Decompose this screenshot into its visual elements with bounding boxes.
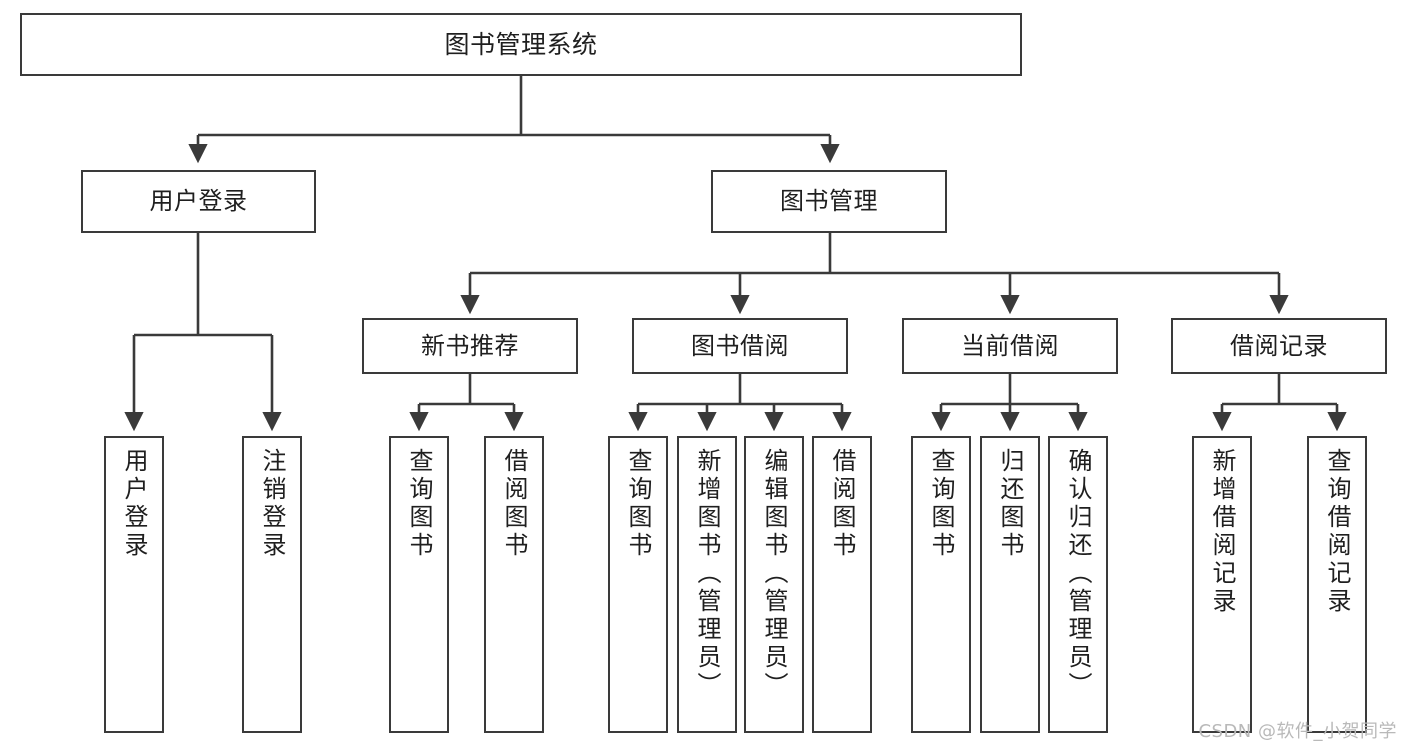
leaf-confirm-return-admin[interactable]: 确认归还（管理员） [1048,436,1108,733]
node-new-book-recommendation[interactable]: 新书推荐 [362,318,578,374]
node-label: 借阅记录 [1230,331,1328,360]
node-label: 图书管理 [780,187,878,216]
node-label: 用户登录 [149,187,248,216]
node-label: 图书管理系统 [444,29,598,59]
node-label: 归还图书 [996,448,1024,560]
leaf-query-book-borrow[interactable]: 查询图书 [608,436,668,733]
node-current-borrowing[interactable]: 当前借阅 [902,318,1118,374]
leaf-add-book-admin[interactable]: 新增图书（管理员） [677,436,737,733]
node-label: 确认归还（管理员） [1064,448,1092,700]
watermark: CSDN @软件_小贺同学 [1198,721,1397,742]
node-label: 当前借阅 [961,331,1059,360]
node-label: 借阅图书 [500,448,528,560]
leaf-borrow-book-recommend[interactable]: 借阅图书 [484,436,544,733]
leaf-query-borrow-record[interactable]: 查询借阅记录 [1307,436,1367,733]
node-label: 新增图书（管理员） [693,448,721,700]
leaf-borrow-book[interactable]: 借阅图书 [812,436,872,733]
node-label: 查询借阅记录 [1323,448,1351,616]
leaf-add-borrow-record[interactable]: 新增借阅记录 [1192,436,1252,733]
node-root-book-management-system[interactable]: 图书管理系统 [20,13,1022,76]
node-label: 编辑图书（管理员） [760,448,788,700]
leaf-query-book-current[interactable]: 查询图书 [911,436,971,733]
leaf-return-book[interactable]: 归还图书 [980,436,1040,733]
leaf-query-book-recommend[interactable]: 查询图书 [389,436,449,733]
leaf-user-login[interactable]: 用户登录 [104,436,164,733]
node-label: 图书借阅 [691,331,789,360]
node-borrowing-record[interactable]: 借阅记录 [1171,318,1387,374]
node-book-borrowing[interactable]: 图书借阅 [632,318,848,374]
node-label: 查询图书 [927,448,955,560]
node-label: 新书推荐 [421,331,519,360]
node-label: 借阅图书 [828,448,856,560]
leaf-user-logout[interactable]: 注销登录 [242,436,302,733]
node-label: 用户登录 [120,448,148,560]
node-label: 查询图书 [405,448,433,560]
node-label: 注销登录 [258,448,286,560]
node-label: 查询图书 [624,448,652,560]
node-label: 新增借阅记录 [1208,448,1236,616]
node-book-management[interactable]: 图书管理 [711,170,947,233]
node-user-login[interactable]: 用户登录 [81,170,316,233]
leaf-edit-book-admin[interactable]: 编辑图书（管理员） [744,436,804,733]
